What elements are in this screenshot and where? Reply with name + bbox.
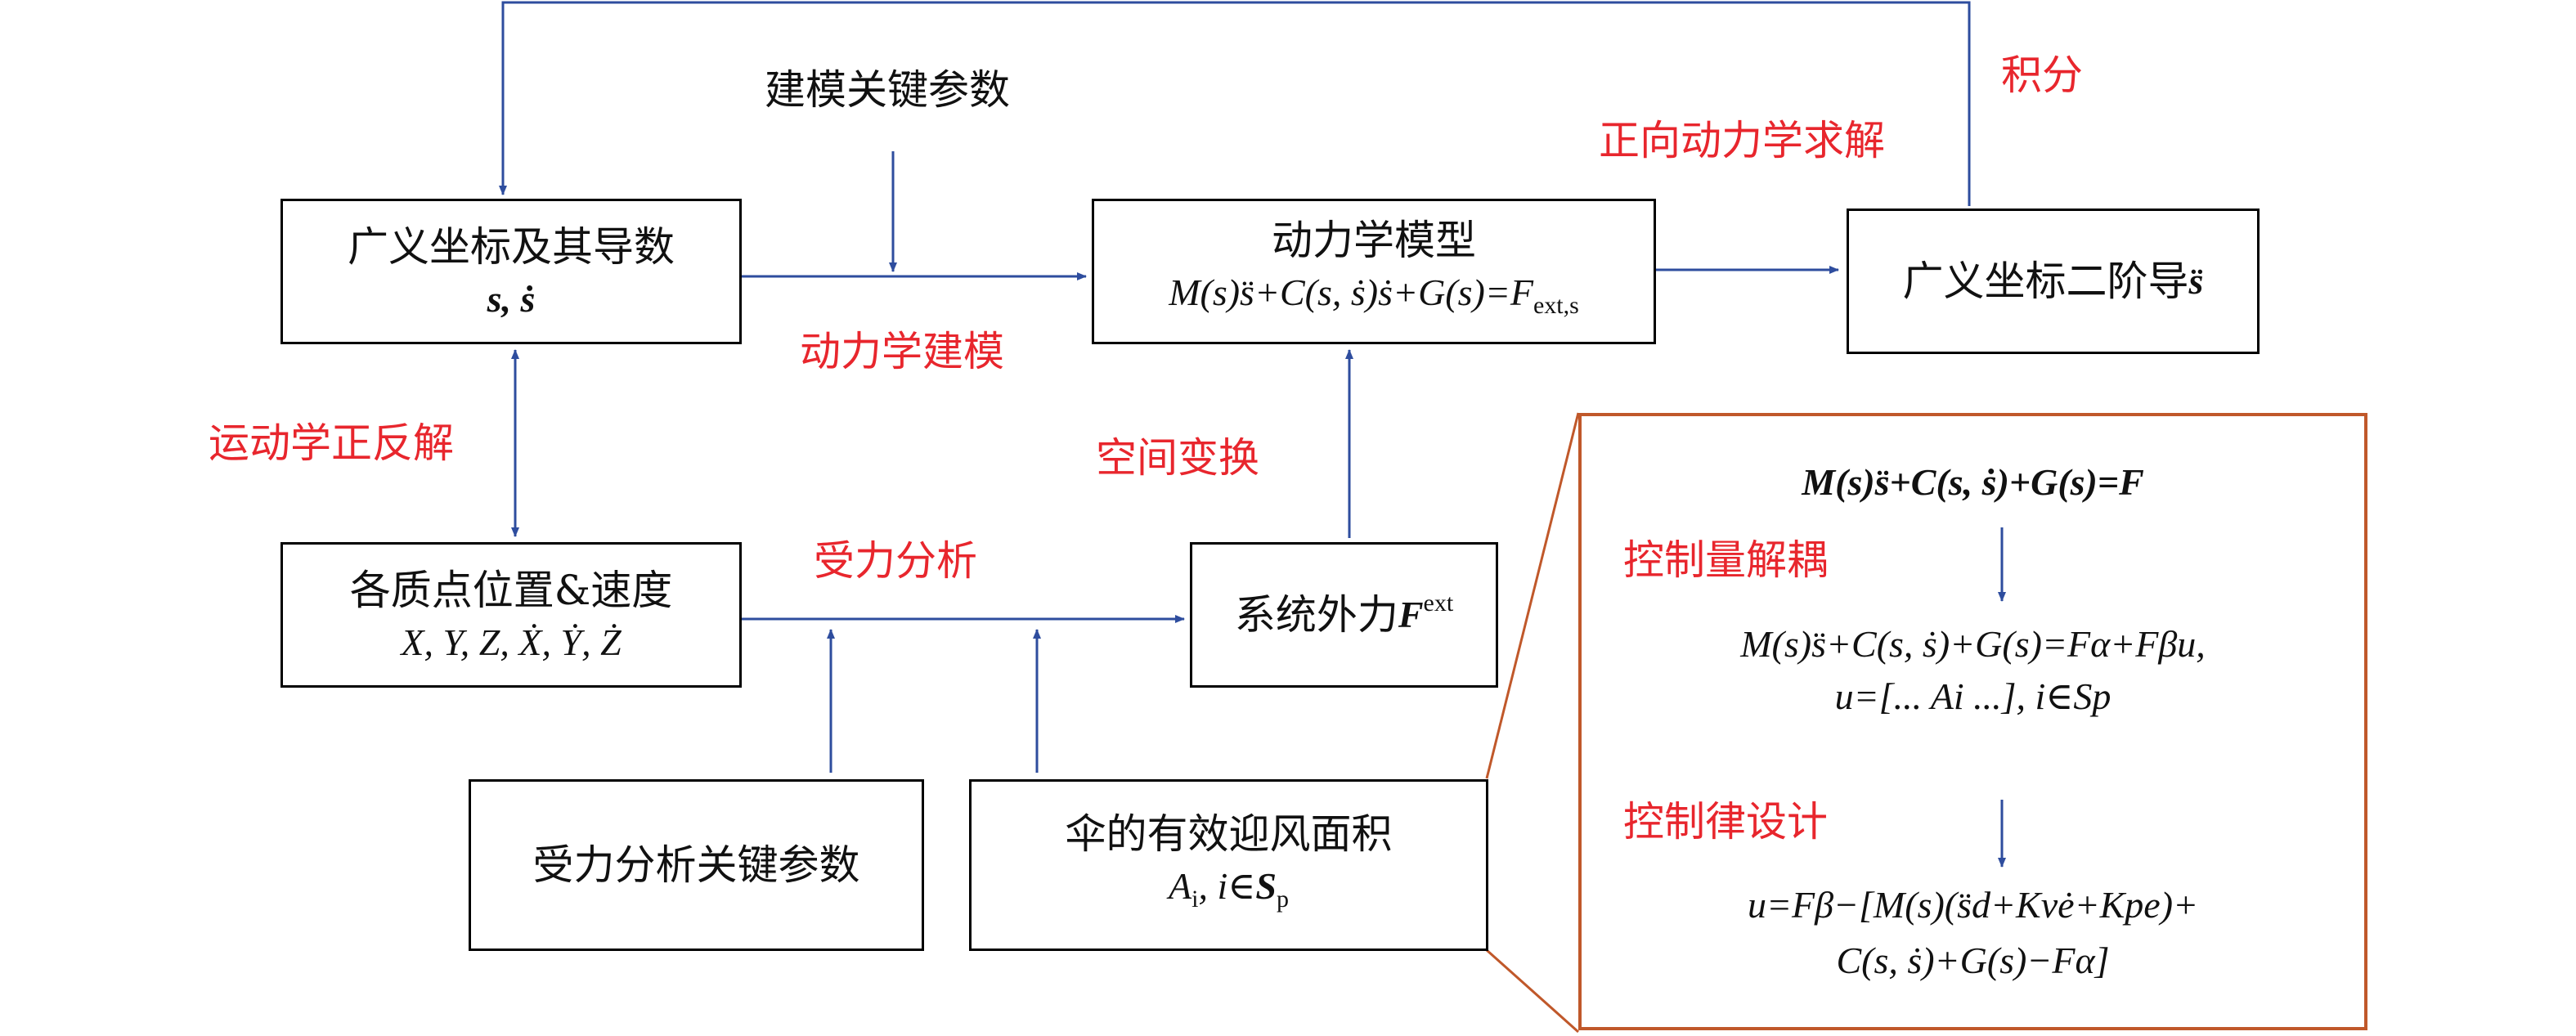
control-law-label: 控制律设计 [1623,798,1828,845]
ctrl-eq2-line1: M(s)s̈+C(s, ṡ)+G(s)=Fα+Fβu, [1740,623,2206,665]
gen-coord-box: 广义坐标及其导数 s, ṡ [280,199,742,344]
mass-points-title: 各质点位置&速度 [349,567,673,614]
callout-line-top [1485,412,1580,779]
ctrl-eq3-line2: C(s, ṡ)+G(s)−Fα] [1836,940,2110,981]
ctrl-eq1: M(s)s̈+C(s, ṡ)+G(s)=F [1802,461,2144,503]
kinematics-label: 运动学正反解 [209,419,454,467]
force-params-title: 受力分析关键参数 [532,841,860,889]
second-deriv-title: 广义坐标二阶导 [1902,258,2189,305]
modeling-params-label: 建模关键参数 [765,66,1010,114]
callout-line-bottom [1486,949,1579,1034]
ctrl-eq3-line1: u=Fβ−[M(s)(s̈d+Kvė+Kpe)+ [1747,884,2199,926]
canopy-area-eq: Ai, i∈Sp [1169,864,1289,913]
integral-label: 积分 [2001,52,2083,99]
integral-loop-arrow [499,1,1971,206]
dyn-model-box: 动力学模型 M(s)s̈+C(s, ṡ)ṡ+G(s)=Fext,s [1092,199,1656,344]
canopy-area-title: 伞的有效迎风面积 [1065,810,1393,858]
gen-coord-title: 广义坐标及其导数 [348,223,675,271]
gen-coord-eq: s, ṡ [487,278,536,320]
force-params-box: 受力分析关键参数 [469,779,924,951]
ext-force-title: 系统外力 [1234,591,1398,639]
second-deriv-symbol: s̈ [2188,260,2204,302]
ctrl-eq2-line2: u=[... Ai ...], i∈Sp [1834,675,2112,717]
dyn-model-title: 动力学模型 [1272,216,1476,264]
dyn-model-eq: M(s)s̈+C(s, ṡ)ṡ+G(s)=Fext,s [1169,271,1579,320]
control-panel [1578,413,2367,1030]
force-analysis-label: 受力分析 [814,537,977,585]
ext-force-symbol: F [1398,594,1424,635]
decouple-label: 控制量解耦 [1623,536,1828,584]
space-transform-label: 空间变换 [1096,434,1259,482]
dyn-modeling-label: 动力学建模 [800,328,1004,375]
mass-points-box: 各质点位置&速度 X, Y, Z, Ẋ, Ẏ, Ż [280,542,742,688]
ext-force-subscript: ext [1423,590,1454,617]
canopy-area-box: 伞的有效迎风面积 Ai, i∈Sp [969,779,1488,951]
mass-points-eq: X, Y, Z, Ẋ, Ẏ, Ż [401,621,622,663]
forward-solve-label: 正向动力学求解 [1599,117,1885,164]
